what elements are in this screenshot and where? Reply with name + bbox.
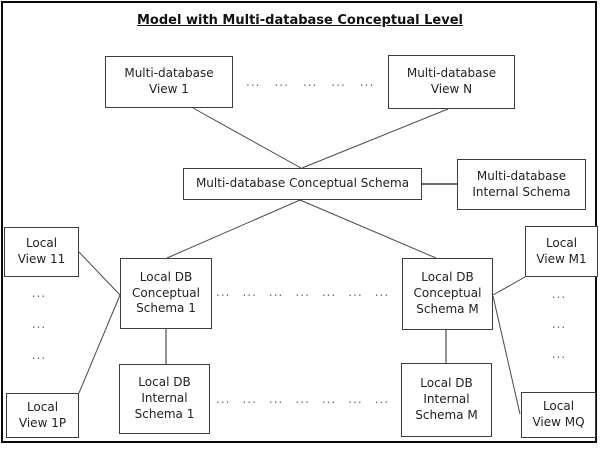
ellipsis: ... [216,392,231,406]
ellipsis: ... [268,392,284,406]
ellipsis: ... [295,285,310,299]
ellipsis: ... [374,285,390,299]
diagram-title: Model with Multi-database Conceptual Lev… [137,13,463,28]
ellipsis: ... [242,392,257,406]
ellipsis: ... [31,348,47,362]
ellipsis-row-top: ... ... ... ... ... ... [246,76,403,89]
node-multi-database-view-n: Multi-database View N [388,55,515,109]
node-label: Local View M1 [536,235,587,266]
node-label: Local DB Internal Schema 1 [134,375,195,421]
node-local-db-internal-schema-1: Local DB Internal Schema 1 [119,364,210,434]
node-multi-database-internal-schema: Multi-database Internal Schema [457,159,586,210]
ellipsis: ... [31,286,47,300]
ellipsis: ... [274,75,289,89]
connector-view11-to-schema1 [78,251,121,296]
node-label: Multi-database View 1 [124,66,214,96]
node-label: Local DB Conceptual Schema M [413,270,482,316]
node-label: Local DB Internal Schema M [415,376,478,422]
ellipsis-row-middle: ... ... ... ... ... ... ... ... [216,286,416,299]
ellipsis: ... [374,392,390,406]
node-label: Local View MQ [532,399,585,429]
ellipsis-column-right: ... ... ... [544,288,574,361]
connector-view1-to-conceptual [192,107,302,169]
node-local-view-11: Local View 11 [4,227,79,277]
node-multi-database-view-1: Multi-database View 1 [105,56,233,108]
ellipsis: ... [246,75,261,89]
connector-viewn-to-conceptual [301,108,449,169]
node-label: Multi-database Internal Schema [472,168,571,199]
ellipsis: ... [321,392,337,406]
node-label: Local DB Conceptual Schema 1 [132,269,200,316]
ellipsis: ... [331,75,346,89]
ellipsis: ... [321,285,337,299]
connector-conceptual-to-schemam [299,199,437,259]
node-local-db-conceptual-schema-m: Local DB Conceptual Schema M [402,258,493,330]
ellipsis: ... [31,317,47,331]
connector-schemam-to-viewmq [492,295,521,415]
ellipsis: ... [348,392,363,406]
node-local-view-m1: Local View M1 [525,226,598,277]
node-local-view-1p: Local View 1P [6,393,79,438]
ellipsis: ... [551,317,567,331]
ellipsis: ... [348,285,363,299]
node-local-view-mq: Local View MQ [521,392,596,438]
ellipsis: ... [242,285,257,299]
node-label: Multi-database Conceptual Schema [195,176,410,191]
node-local-db-internal-schema-m: Local DB Internal Schema M [401,363,492,437]
node-label: Local View 11 [17,236,66,266]
node-label: Local View 1P [18,399,67,430]
connector-conceptual-to-schema1 [166,199,301,259]
connector-schemam-to-viewm1 [492,276,526,296]
node-local-db-conceptual-schema-1: Local DB Conceptual Schema 1 [120,258,212,329]
ellipsis: ... [302,75,318,89]
ellipsis: ... [268,285,284,299]
ellipsis: ... [359,75,375,89]
ellipsis-row-bottom: ... ... ... ... ... ... ... ... [216,393,416,406]
connector-schema1-to-view1p [78,294,121,394]
ellipsis: ... [295,392,310,406]
node-multi-database-conceptual-schema: Multi-database Conceptual Schema [183,168,422,200]
outer-frame [1,1,597,443]
ellipsis: ... [216,285,231,299]
ellipsis: ... [551,287,567,301]
ellipsis: ... [551,347,567,361]
node-label: Multi-database View N [406,66,497,96]
ellipsis-column-left: ... ... ... [24,287,54,362]
